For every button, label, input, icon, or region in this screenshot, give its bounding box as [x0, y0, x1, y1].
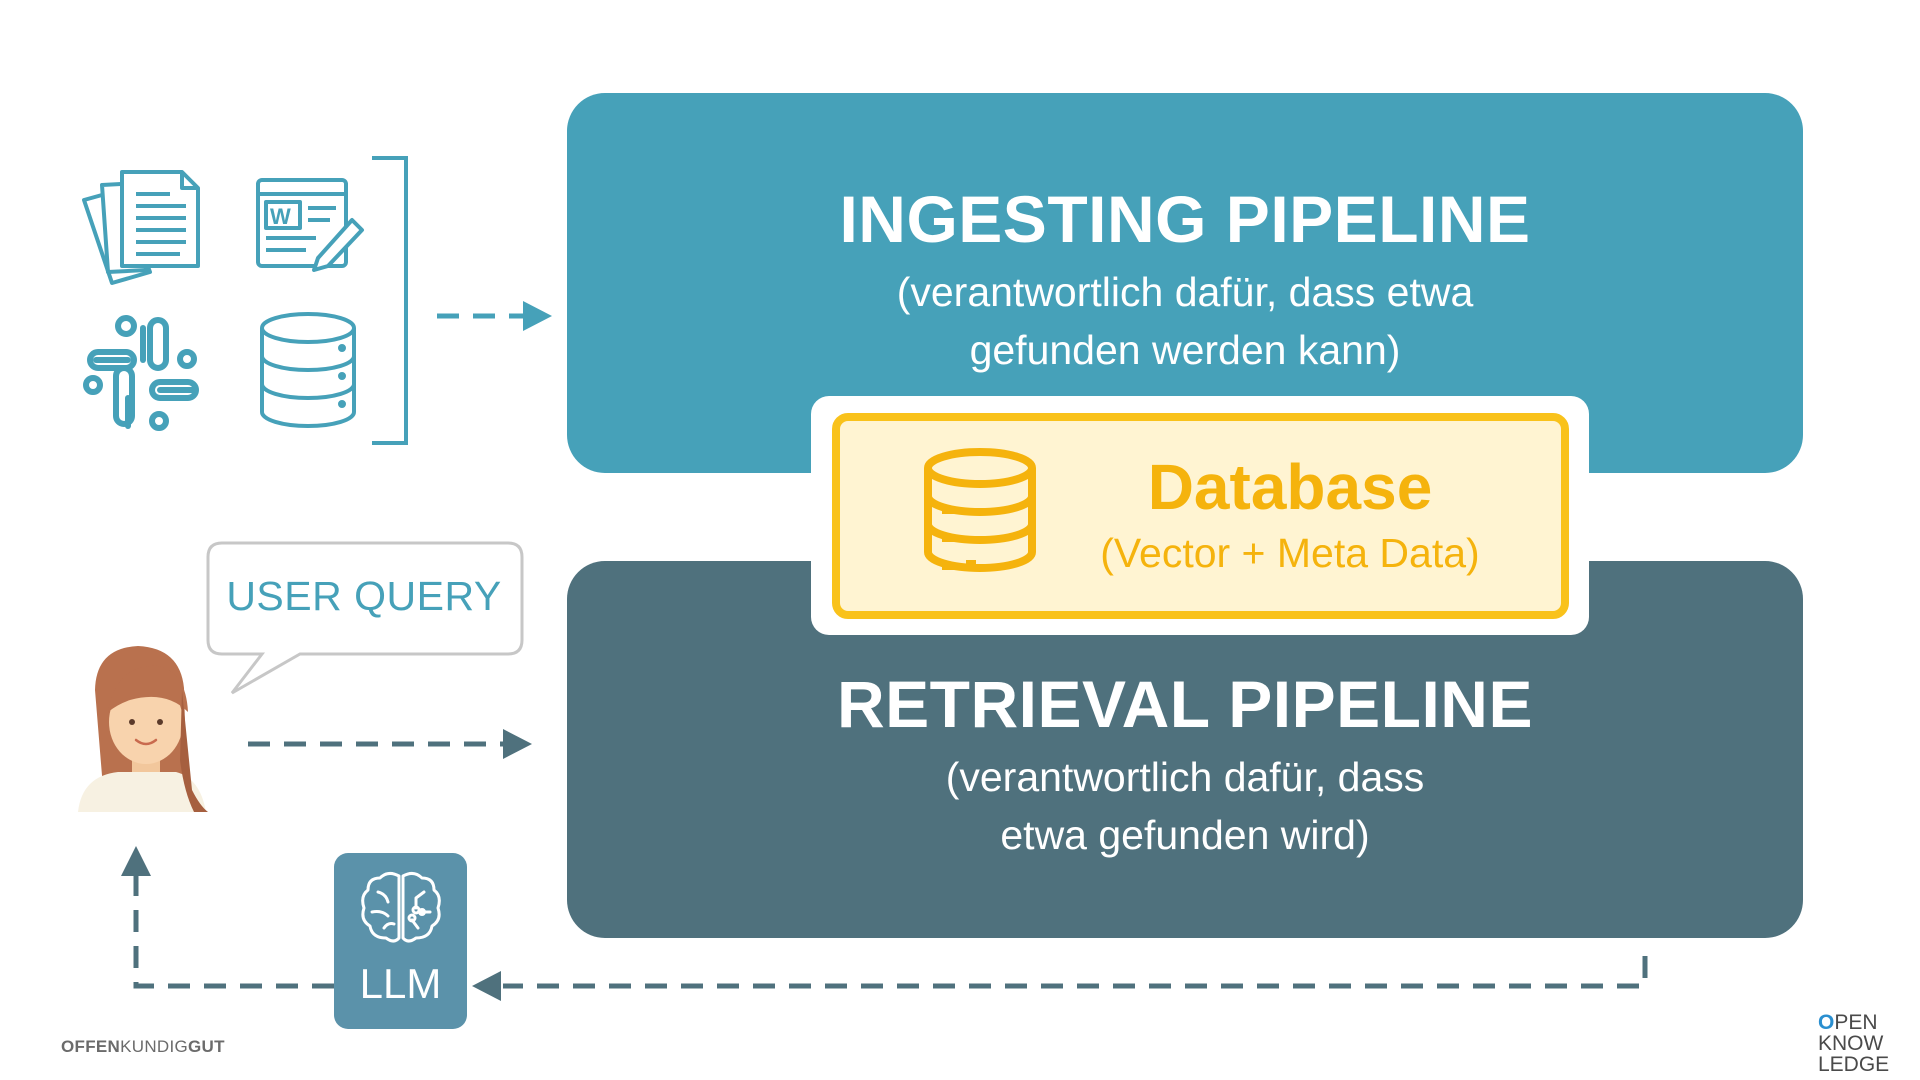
user-arrowhead: [121, 846, 151, 876]
avatar: [78, 646, 208, 812]
retrieval-subtitle-line1: (verantwortlich dafür, dass: [945, 754, 1425, 800]
llm-label: LLM: [359, 960, 442, 1007]
sources-bracket: [372, 156, 408, 445]
ingesting-pipeline-subtitle: (verantwortlich dafür, dass etwa gefunde…: [567, 263, 1803, 379]
ingesting-pipeline-title: INGESTING PIPELINE: [839, 182, 1531, 256]
ingesting-subtitle-line2: gefunden werden kann): [969, 327, 1401, 373]
database-icon: [260, 312, 356, 428]
footer-left-part1: OFFEN: [61, 1037, 121, 1056]
ingest-arrow: [437, 301, 552, 331]
footer-brand-right: OPEN KNOW LEDGE: [1818, 1012, 1889, 1075]
documents-icon: [82, 170, 200, 285]
footer-right-line2: KNOW: [1818, 1032, 1884, 1055]
footer-right-line3: LEDGE: [1818, 1053, 1890, 1076]
database-box: [832, 413, 1569, 619]
svg-text:W: W: [270, 204, 291, 229]
retrieval-subtitle-line2: etwa gefunden wird): [1000, 812, 1370, 858]
user-query-label: USER QUERY: [226, 573, 502, 619]
footer-logo-o: O: [1818, 1011, 1835, 1034]
database-icon-yellow: [924, 448, 1036, 572]
retrieval-pipeline-box: RETRIEVAL PIPELINE (verantwortlich dafür…: [567, 561, 1803, 938]
footer-left-part2: KUNDIG: [120, 1037, 189, 1056]
query-arrow: [248, 729, 532, 759]
response-path: [133, 876, 1648, 989]
llm-arrowhead: [472, 971, 501, 1001]
ingesting-subtitle-line1: (verantwortlich dafür, dass etwa: [896, 269, 1474, 315]
slack-icon: [83, 315, 199, 431]
database-subtitle: (Vector + Meta Data): [1100, 530, 1480, 576]
database-title: Database: [1147, 451, 1433, 523]
word-document-icon: W: [256, 178, 364, 272]
footer-brand-left: OFFENKUNDIGGUT: [61, 1037, 225, 1057]
footer-left-part3: GUT: [188, 1037, 225, 1056]
retrieval-pipeline-title: RETRIEVAL PIPELINE: [836, 667, 1533, 741]
retrieval-pipeline-subtitle: (verantwortlich dafür, dass etwa gefunde…: [567, 748, 1803, 864]
footer-right-line1: PEN: [1834, 1011, 1878, 1034]
brain-icon: [361, 871, 441, 943]
speech-bubble: [206, 541, 524, 695]
